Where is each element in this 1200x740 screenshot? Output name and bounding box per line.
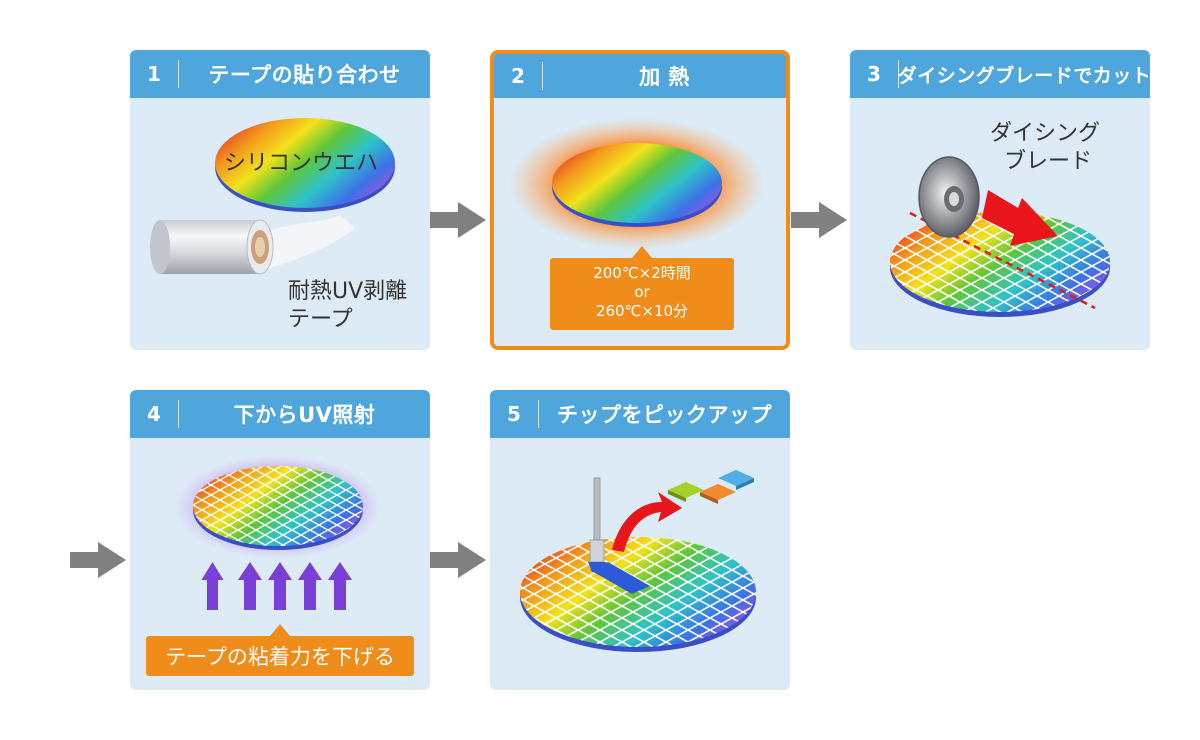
gridded-wafer bbox=[520, 537, 756, 652]
tape-lamination-illustration bbox=[150, 118, 395, 275]
step-header: 3 ダイシングブレードでカット bbox=[850, 50, 1150, 98]
step-header: 1 テープの貼り合わせ bbox=[130, 50, 430, 98]
tape-roll bbox=[150, 219, 274, 275]
dicing-illustration bbox=[890, 156, 1110, 317]
gridded-wafer bbox=[193, 466, 363, 550]
step-card-3: 3 ダイシングブレードでカット ダイシング ブレード bbox=[850, 50, 1150, 350]
cut-direction-arrow bbox=[982, 190, 1058, 246]
step-title: チップをピックアップ bbox=[557, 403, 772, 427]
heating-condition-callout: 200℃×2時間 or 260℃×10分 bbox=[550, 246, 734, 330]
step-number: 4 bbox=[147, 402, 161, 426]
tape-label-line1: 耐熱UV剥離 bbox=[288, 279, 408, 304]
step-title: ダイシングブレードでカット bbox=[897, 64, 1150, 87]
picked-chips bbox=[668, 470, 754, 504]
pickup-direction-arrow bbox=[612, 492, 682, 552]
step-card-1: 1 テープの貼り合わせ シリコンウエハ 耐熱UV剥離 テープ bbox=[130, 50, 430, 350]
step-number: 1 bbox=[147, 62, 161, 86]
step-card-2: 2 加 熱 200℃×2時間 or 260℃×10分 bbox=[490, 50, 790, 350]
blade-label-line2: ブレード bbox=[1004, 149, 1093, 174]
step-title: 下からUV照射 bbox=[233, 403, 376, 427]
step-number: 3 bbox=[867, 62, 881, 86]
step-title: 加 熱 bbox=[639, 65, 690, 89]
flow-arrow-icon bbox=[430, 542, 486, 578]
heating-illustration bbox=[509, 118, 765, 250]
step-card-5: 5 チップをピックアップ bbox=[490, 390, 790, 690]
blade-label-line1: ダイシング bbox=[990, 121, 1101, 146]
adhesion-effect-callout: テープの粘着力を下げる bbox=[146, 624, 414, 676]
flow-arrow-icon bbox=[70, 542, 126, 578]
step-number: 2 bbox=[511, 64, 525, 88]
pickup-needle-icon bbox=[588, 477, 606, 572]
flow-arrow-icon bbox=[791, 202, 847, 238]
step-header: 5 チップをピックアップ bbox=[490, 390, 790, 438]
step-card-4: 4 下からUV照射 テープの粘着力を下げる bbox=[130, 390, 430, 690]
silicon-wafer bbox=[215, 118, 395, 212]
tape-label-line2: テープ bbox=[288, 307, 353, 332]
gridded-wafer bbox=[890, 212, 1110, 317]
cut-line bbox=[909, 211, 1096, 310]
step-header: 2 加 熱 bbox=[494, 54, 786, 98]
uv-arrows bbox=[201, 562, 352, 610]
pickup-illustration bbox=[520, 470, 756, 652]
step-header: 4 下からUV照射 bbox=[130, 390, 430, 438]
silicon-wafer bbox=[552, 143, 722, 227]
uv-irradiation-illustration bbox=[174, 455, 382, 610]
flow-arrow-icon bbox=[430, 202, 486, 238]
empty-chip-slot bbox=[590, 562, 650, 594]
wafer-label: シリコンウエハ bbox=[224, 151, 379, 176]
step-title: テープの貼り合わせ bbox=[208, 63, 401, 87]
step-number: 5 bbox=[507, 402, 521, 426]
dicing-blade-icon bbox=[918, 156, 980, 238]
